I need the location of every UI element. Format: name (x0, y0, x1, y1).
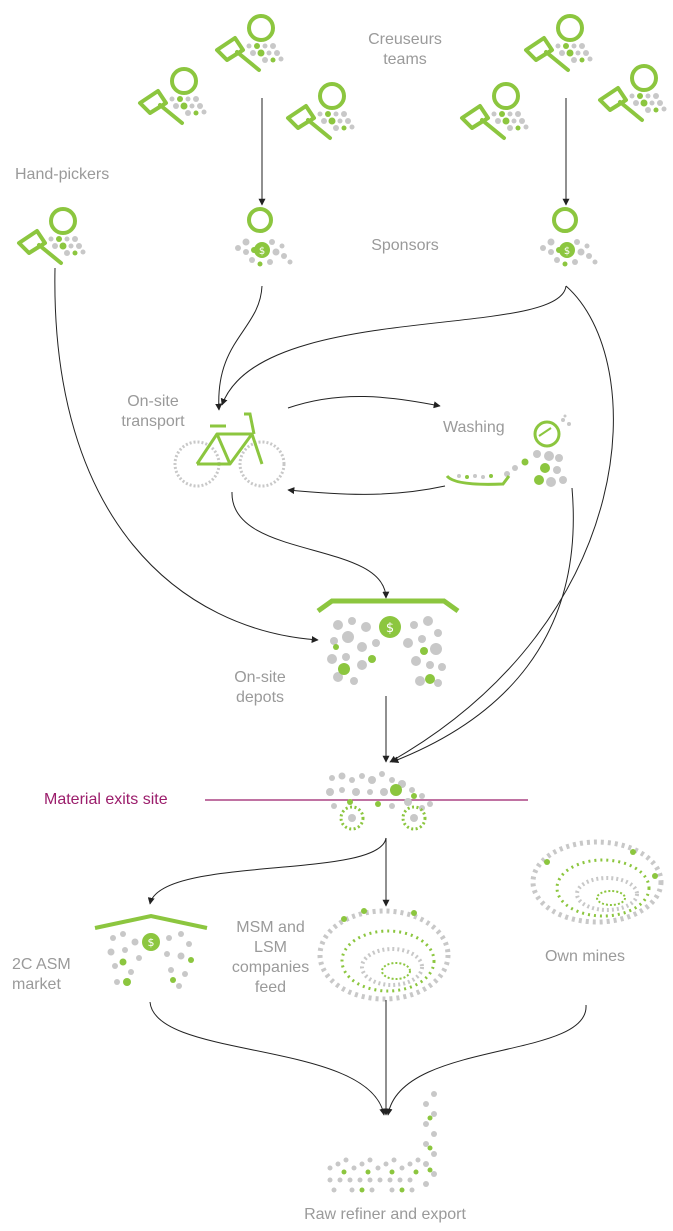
creuseurs-label-line-1: Creuseurs (368, 31, 442, 48)
flow-arrows (54, 98, 614, 1116)
asm-market-label: 2C ASM market (12, 955, 71, 995)
arrow-sponsor-left-to-transport (215, 285, 263, 411)
msm-lsm-line-3: companies (231, 959, 310, 976)
onsite-transport-label: On-site transport (108, 392, 198, 432)
arrow-sponsor-right-to-transport (220, 285, 567, 406)
own-mines-label: Own mines (544, 948, 626, 965)
onsite-depots-line-2: depots (235, 689, 285, 706)
washing-person-icon (445, 414, 571, 487)
arrow-sponsor-right-to-truck (389, 285, 614, 763)
truck-icon (326, 771, 433, 831)
open-pit-mine-icon (530, 839, 664, 925)
onsite-depots-line-1: On-site (234, 669, 286, 686)
washing-label: Washing (443, 419, 505, 436)
asm-market-line-2: market (12, 976, 61, 993)
svg-text:$: $ (148, 936, 155, 949)
msm-lsm-line-4: feed (254, 979, 287, 996)
arrow-own-mines-to-refiner (385, 1004, 587, 1116)
bicycle-icon (173, 412, 286, 488)
msm-lsm-line-2: LSM (254, 939, 287, 956)
shovel-miner-icon (460, 14, 669, 140)
depot-building-icon: $ (316, 598, 460, 687)
hand-pickers-label: Hand-pickers (15, 166, 110, 183)
svg-text:$: $ (386, 621, 394, 636)
shovel-miner-icon (17, 207, 88, 265)
sponsor-person-icon (538, 207, 600, 269)
msm-lsm-label: MSM and LSM companies feed (218, 918, 323, 998)
arrow-washing-to-transport (287, 485, 446, 495)
msm-lsm-line-1: MSM and (236, 919, 305, 936)
creuseurs-label: Creuseurs teams (355, 30, 455, 70)
material-exits-label: Material exits site (44, 791, 168, 808)
arrow-transport-to-washing (287, 395, 441, 409)
arrow-asm-to-refiner (149, 1001, 387, 1116)
shovel-miner-icon (138, 14, 357, 140)
arrow-transport-to-depots (231, 491, 390, 599)
refinery-factory-icon (327, 1091, 437, 1193)
refiner-label: Raw refiner and export (304, 1206, 466, 1223)
sponsor-person-icon (233, 207, 295, 269)
arrow-truck-to-asm-market (147, 837, 387, 905)
onsite-transport-line-2: transport (121, 413, 185, 430)
asm-market-line-1: 2C ASM (12, 956, 71, 973)
arrow-washing-to-truck (391, 487, 574, 763)
depot-building-icon: $ (94, 913, 208, 989)
sponsors-label: Sponsors (371, 237, 439, 254)
onsite-transport-line-1: On-site (127, 393, 179, 410)
arrow-handpickers-to-depots (54, 267, 319, 644)
onsite-depots-label: On-site depots (215, 668, 305, 708)
creuseurs-label-line-2: teams (383, 51, 427, 68)
open-pit-mine-icon (317, 908, 451, 1002)
